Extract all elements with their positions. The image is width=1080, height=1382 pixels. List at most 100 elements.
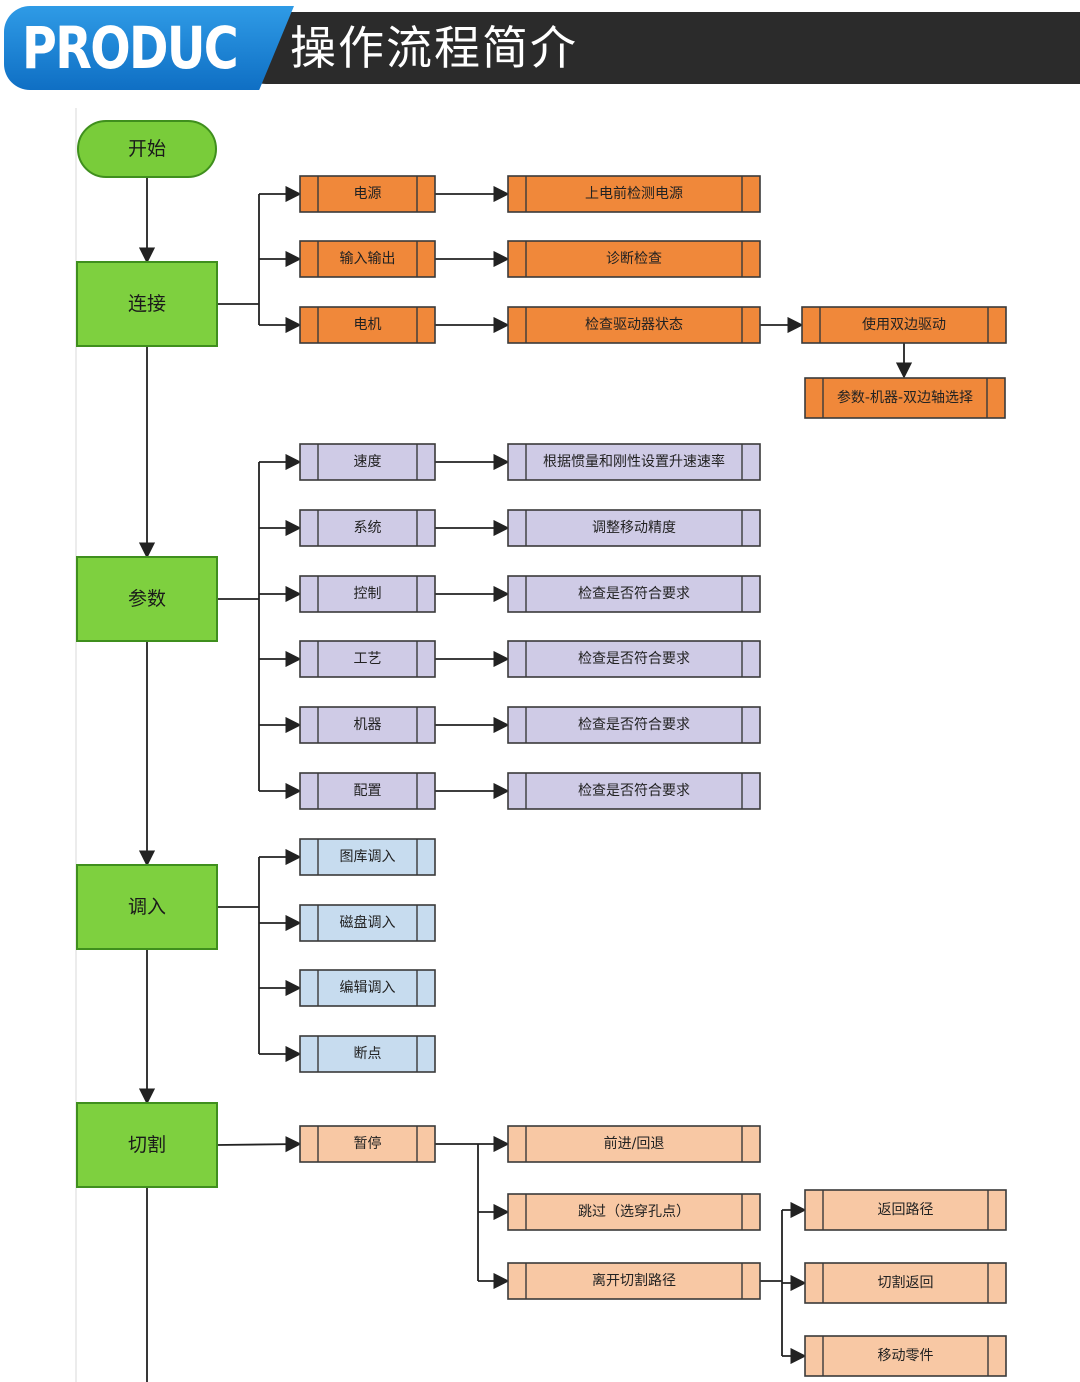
connect-branch-1-label: 电源 (354, 186, 382, 202)
main-step-1-shape (76, 261, 218, 347)
leave-option-1-label: 返回路径 (878, 1202, 934, 1218)
load-branch-4-shape (299, 1035, 436, 1073)
leave-option-2-label: 切割返回 (878, 1274, 934, 1291)
params-result-2-shape (507, 509, 761, 547)
params-branch-1: 速度 (299, 443, 436, 481)
pause-option-3-label: 离开切割路径 (592, 1272, 676, 1289)
params-result-4-shape (507, 640, 761, 678)
start-node-label: 开始 (128, 138, 166, 160)
load-branch-2-shape (299, 904, 436, 942)
connect-branch-3-shape (299, 306, 436, 344)
leave-option-3-shape (804, 1335, 1007, 1377)
pause-option-1-shape (507, 1125, 761, 1163)
params-result-6-label: 检查是否符合要求 (578, 783, 690, 799)
flowchart-nodes: 开始连接参数调入切割电源上电前检测电源输入输出诊断检查电机检查驱动器状态使用双边… (76, 120, 1007, 1377)
connect-result-2-shape (507, 240, 761, 278)
pause-option-3-shape (507, 1262, 761, 1300)
load-branch-1: 图库调入 (299, 838, 436, 876)
connect-result-1-shape (507, 175, 761, 213)
params-result-3: 检查是否符合要求 (507, 575, 761, 613)
pause-option-1: 前进/回退 (507, 1125, 761, 1163)
cut-pause-arrow (216, 1136, 302, 1153)
connect-branch-1: 电源 (299, 175, 436, 213)
connect-branch-2-shape (299, 240, 436, 278)
params-branch-6-shape (299, 772, 436, 810)
params-branch-2-shape (299, 509, 436, 547)
params-branch-6-label: 配置 (354, 783, 382, 799)
load-branch-1-shape (299, 838, 436, 876)
params-result-3-shape (507, 575, 761, 613)
params-branch-3-shape (299, 575, 436, 613)
params-branch-2: 系统 (299, 509, 436, 547)
connect-result-1: 上电前检测电源 (507, 175, 761, 213)
params-branch-1-shape (299, 443, 436, 481)
motor-final-box: 参数-机器-双边轴选择 (804, 377, 1006, 419)
connect-branch-1-shape (299, 175, 436, 213)
start-node-shape (77, 120, 217, 178)
main-step-2-label: 参数 (128, 588, 166, 610)
cut-pause-box: 暂停 (299, 1125, 436, 1163)
params-result-1: 根据惯量和刚性设置升速速率 (507, 443, 761, 481)
header-badge-text: PRODUC (22, 14, 239, 82)
main-step-2: 参数 (76, 556, 218, 642)
main-step-4-shape (76, 1102, 218, 1188)
load-branch-3-label: 编辑调入 (340, 980, 396, 996)
leave-option-2-shape (804, 1262, 1007, 1304)
load-branch-1-label: 图库调入 (340, 849, 396, 865)
load-branch-4: 断点 (299, 1035, 436, 1073)
motor-final-box-label: 参数-机器-双边轴选择 (837, 389, 973, 406)
load-branch-2-label: 磁盘调入 (340, 914, 396, 931)
cut-pause-box-label: 暂停 (354, 1135, 382, 1152)
params-result-4-label: 检查是否符合要求 (578, 651, 690, 667)
main-step-2-shape (76, 556, 218, 642)
header-dark-bar (230, 12, 1080, 84)
connect-branch-3: 电机 (299, 306, 436, 344)
main-step-4: 切割 (76, 1102, 218, 1188)
load-branch-3: 编辑调入 (299, 969, 436, 1007)
connect-branch-3-label: 电机 (354, 317, 382, 333)
params-result-1-shape (507, 443, 761, 481)
params-result-6: 检查是否符合要求 (507, 772, 761, 810)
leave-option-1-shape (804, 1189, 1007, 1231)
header-badge (4, 6, 294, 90)
connect-result-2: 诊断检查 (507, 240, 761, 278)
motor-next-box-shape (801, 306, 1007, 344)
params-branch-1-label: 速度 (354, 454, 382, 470)
main-step-3-label: 调入 (128, 896, 166, 918)
params-result-5-label: 检查是否符合要求 (578, 717, 690, 733)
connect-result-2-label: 诊断检查 (606, 251, 662, 267)
params-branch-4: 工艺 (299, 640, 436, 678)
motor-final-box-shape (804, 377, 1006, 419)
leave-option-2: 切割返回 (804, 1262, 1007, 1304)
connect-branch-2: 输入输出 (299, 240, 436, 278)
header-banner: PRODUC 操作流程简介 (0, 0, 1080, 100)
params-branch-4-shape (299, 640, 436, 678)
params-result-5-shape (507, 706, 761, 744)
pause-option-2-shape (507, 1193, 761, 1231)
main-step-3: 调入 (76, 864, 218, 950)
load-branch-3-shape (299, 969, 436, 1007)
params-branch-5: 机器 (299, 706, 436, 744)
params-branch-3: 控制 (299, 575, 436, 613)
main-step-3-shape (76, 864, 218, 950)
motor-next-box-label: 使用双边驱动 (862, 316, 946, 333)
params-result-2-label: 调整移动精度 (592, 520, 676, 536)
leave-option-3: 移动零件 (804, 1335, 1007, 1377)
params-branch-6: 配置 (299, 772, 436, 810)
pause-option-3: 离开切割路径 (507, 1262, 761, 1300)
connect-branch-2-label: 输入输出 (340, 251, 396, 267)
load-branch-4-label: 断点 (354, 1046, 382, 1062)
main-step-4-label: 切割 (128, 1134, 166, 1156)
pause-option-2: 跳过（选穿孔点） (507, 1193, 761, 1231)
params-branch-5-shape (299, 706, 436, 744)
pause-option-1-label: 前进/回退 (604, 1135, 665, 1152)
params-result-1-label: 根据惯量和刚性设置升速速率 (543, 453, 725, 470)
params-result-3-label: 检查是否符合要求 (578, 586, 690, 602)
params-result-5: 检查是否符合要求 (507, 706, 761, 744)
params-branch-4-label: 工艺 (354, 651, 382, 667)
params-branch-5-label: 机器 (354, 717, 382, 733)
connect-result-3-shape (507, 306, 761, 344)
cut-pause-box-shape (299, 1125, 436, 1163)
connect-result-3: 检查驱动器状态 (507, 306, 761, 344)
leave-option-3-label: 移动零件 (878, 1348, 934, 1364)
